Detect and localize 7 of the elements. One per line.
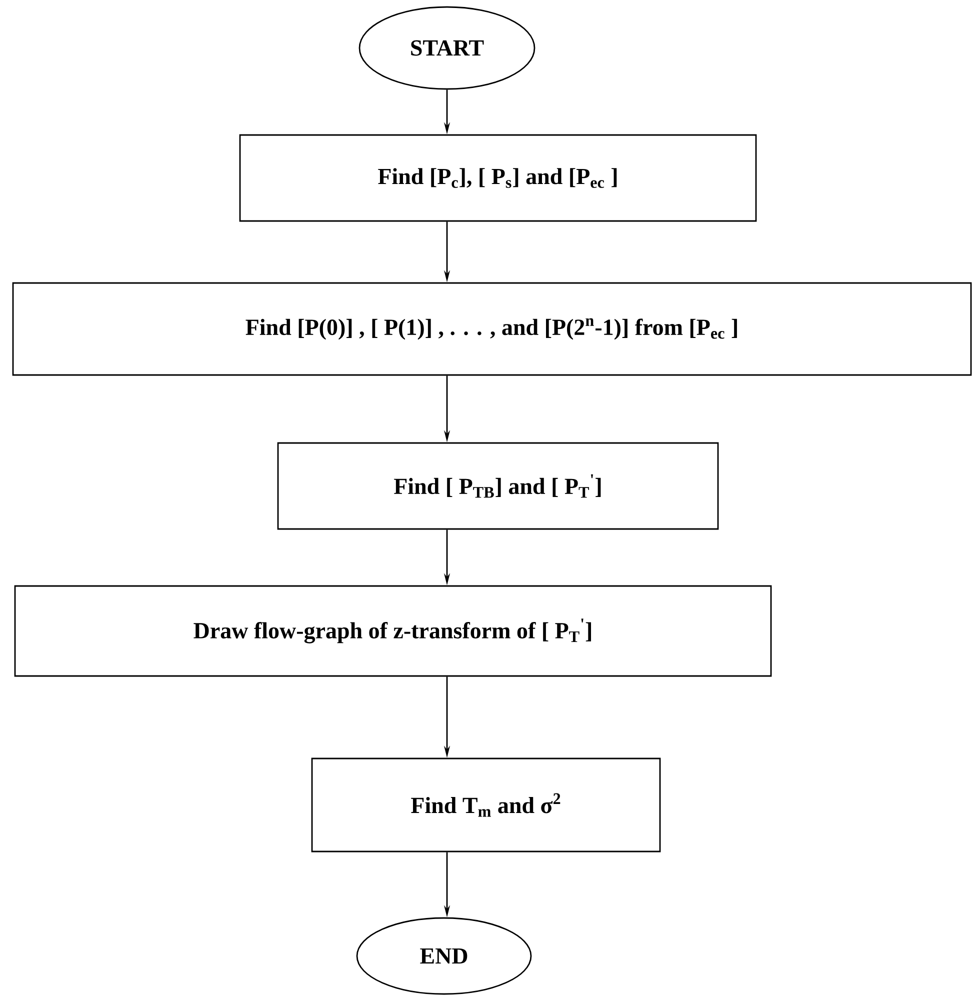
process-box: Draw flow-graph of z-transform of [ P$_{T}$$^{'}$] xyxy=(14,585,772,677)
process-box: Find [P$_{c}$], [ P$_{s}$] and [P$_{ec}$ ] xyxy=(239,134,757,222)
terminal-oval: START xyxy=(358,6,536,90)
terminal-oval: END xyxy=(356,917,532,995)
process-box: Find T$_{m}$ and σ$^{2}$ xyxy=(311,758,661,852)
process-box: Find [ P$_{TB}$] and [ P$_{T}$$^{'}$] xyxy=(277,442,719,530)
process-box: Find [P(0)] , [ P(1)] , . . . , and [P(2$^{n}$-1)] from [P$_{ec}$ ] xyxy=(12,282,972,376)
